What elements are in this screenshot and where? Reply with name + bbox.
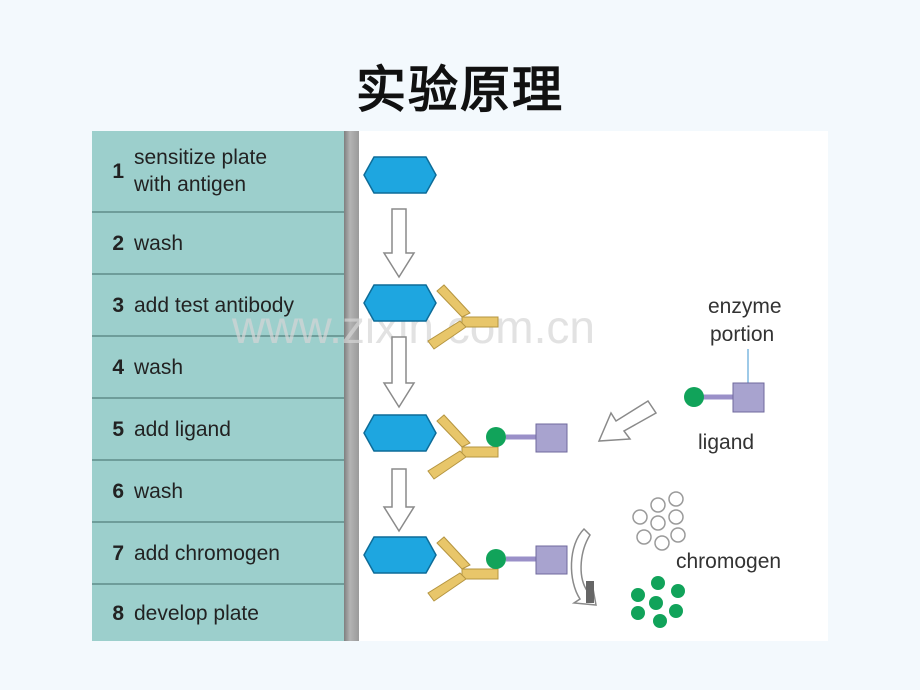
enzyme-label-line2: portion xyxy=(710,323,774,346)
reaction-arrow-shade xyxy=(586,581,594,603)
ligand-dot xyxy=(486,549,506,569)
antigen-hexagon xyxy=(363,414,437,452)
enzyme-portion xyxy=(535,423,568,453)
chromogen-developed xyxy=(631,576,685,628)
step-1: 1 sensitize plate with antigen xyxy=(92,131,344,213)
ligand-dot xyxy=(486,427,506,447)
step-3: 3 add test antibody xyxy=(92,275,344,337)
legend-ligand-dot xyxy=(684,387,704,407)
step-number: 5 xyxy=(112,417,124,441)
step-number: 2 xyxy=(112,231,124,255)
antigen-hexagon xyxy=(363,156,437,194)
step-label: add chromogen xyxy=(134,541,280,565)
enzyme-label-line1: enzyme xyxy=(708,295,782,318)
legend-enzyme xyxy=(732,382,765,413)
step-label: develop plate xyxy=(134,601,259,625)
step-list: 1 sensitize plate with antigen 2 wash 3 … xyxy=(92,131,344,641)
step-4: 4 wash xyxy=(92,337,344,399)
step-number: 7 xyxy=(112,541,124,565)
diagram-canvas: www.zixin.com.cn xyxy=(231,156,782,628)
chromogen-colorless xyxy=(632,491,686,551)
step-label: wash xyxy=(134,479,184,503)
step-6: 6 wash xyxy=(92,461,344,523)
step-number: 8 xyxy=(112,601,124,625)
down-arrow xyxy=(382,468,416,533)
down-arrow xyxy=(382,208,416,279)
plate-wall xyxy=(344,131,359,641)
step-number: 1 xyxy=(112,159,124,183)
ligand-label: ligand xyxy=(698,431,754,454)
step-number: 6 xyxy=(112,479,124,503)
step-number: 4 xyxy=(112,355,124,379)
step-label: add ligand xyxy=(134,417,231,441)
incoming-arrow xyxy=(597,399,658,442)
step-5: 5 add ligand xyxy=(92,399,344,461)
step-label: sensitize plate with antigen xyxy=(134,146,268,196)
step-8: 8 develop plate xyxy=(92,585,344,641)
enzyme-portion xyxy=(535,545,568,575)
page-title: 实验原理 xyxy=(356,61,564,119)
antigen-hexagon xyxy=(363,536,437,574)
step-7: 7 add chromogen xyxy=(92,523,344,585)
antibody xyxy=(427,284,499,350)
step-number: 3 xyxy=(112,293,124,317)
step-label: wash xyxy=(134,355,184,379)
antigen-hexagon xyxy=(363,284,437,322)
step-label: add test antibody xyxy=(134,293,294,317)
antibody xyxy=(427,536,499,602)
step-2: 2 wash xyxy=(92,213,344,275)
chromogen-label: chromogen xyxy=(676,550,781,573)
antibody xyxy=(427,414,499,480)
down-arrow xyxy=(382,336,416,409)
elisa-diagram: 1 sensitize plate with antigen 2 wash 3 … xyxy=(92,131,828,641)
step-label: wash xyxy=(134,231,184,255)
